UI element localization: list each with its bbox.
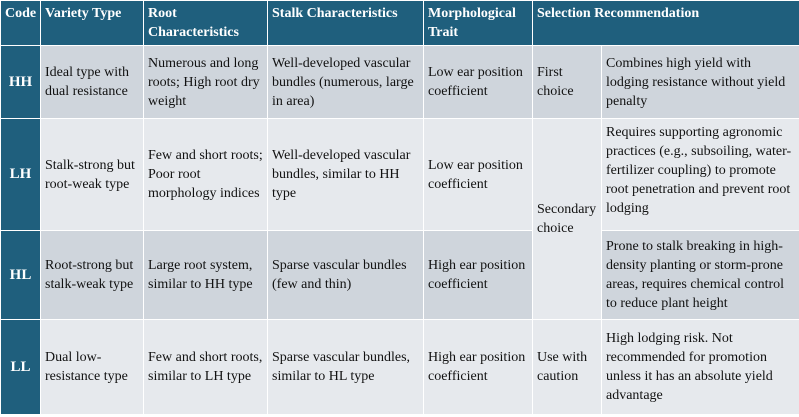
morphological-trait-cell: Low ear position coefficient bbox=[423, 45, 533, 119]
table-row-hh: HH Ideal type with dual resistance Numer… bbox=[0, 45, 799, 119]
table-row-hl: HL Root-strong but stalk-weak type Large… bbox=[0, 230, 799, 320]
stalk-characteristics-cell: Well-developed vascular bundles (numerou… bbox=[267, 45, 424, 119]
header-morphological-trait: Morphological Trait bbox=[423, 0, 533, 46]
row-code: HH bbox=[0, 45, 41, 119]
variety-type-cell: Dual low-resistance type bbox=[40, 319, 144, 415]
stalk-characteristics-cell: Well-developed vascular bundles, similar… bbox=[267, 118, 424, 231]
header-code: Code bbox=[0, 0, 41, 46]
stalk-characteristics-cell: Sparse vascular bundles, similar to HL t… bbox=[267, 319, 424, 415]
selection-choice-cell: First choice bbox=[532, 45, 602, 119]
row-code: HL bbox=[0, 230, 41, 320]
recommendation-cell: Prone to stalk breaking in high-density … bbox=[601, 230, 799, 320]
recommendation-cell: High lodging risk. Not recommended for p… bbox=[601, 319, 799, 415]
variety-type-cell: Root-strong but stalk-weak type bbox=[40, 230, 144, 320]
root-characteristics-cell: Numerous and long roots; High root dry w… bbox=[143, 45, 268, 119]
morphological-trait-cell: High ear position coefficient bbox=[423, 230, 533, 320]
selection-choice-cell: Secondary choice bbox=[532, 118, 602, 320]
header-selection-recommendation: Selection Recommendation bbox=[532, 0, 799, 46]
variety-type-cell: Ideal type with dual resistance bbox=[40, 45, 144, 119]
header-root-characteristics: Root Characteristics bbox=[143, 0, 268, 46]
root-characteristics-cell: Few and short roots; Poor root morpholog… bbox=[143, 118, 268, 231]
root-characteristics-cell: Few and short roots, similar to LH type bbox=[143, 319, 268, 415]
morphological-trait-cell: Low ear position coefficient bbox=[423, 118, 533, 231]
header-row: Code Variety Type Root Characteristics S… bbox=[0, 0, 799, 46]
morphological-trait-cell: High ear position coefficient bbox=[423, 319, 533, 415]
row-code: LH bbox=[0, 118, 41, 231]
header-variety-type: Variety Type bbox=[40, 0, 144, 46]
root-characteristics-cell: Large root system, similar to HH type bbox=[143, 230, 268, 320]
selection-choice-cell: Use with caution bbox=[532, 319, 602, 415]
variety-type-cell: Stalk-strong but root-weak type bbox=[40, 118, 144, 231]
recommendation-cell: Requires supporting agronomic practices … bbox=[601, 118, 799, 231]
header-stalk-characteristics: Stalk Characteristics bbox=[267, 0, 424, 46]
table-row-lh: LH Stalk-strong but root-weak type Few a… bbox=[0, 118, 799, 320]
stalk-characteristics-cell: Sparse vascular bundles (few and thin) bbox=[267, 230, 424, 320]
recommendation-cell: Combines high yield with lodging resista… bbox=[601, 45, 799, 119]
row-code: LL bbox=[0, 319, 41, 415]
table-row-ll: LL Dual low-resistance type Few and shor… bbox=[0, 319, 799, 415]
